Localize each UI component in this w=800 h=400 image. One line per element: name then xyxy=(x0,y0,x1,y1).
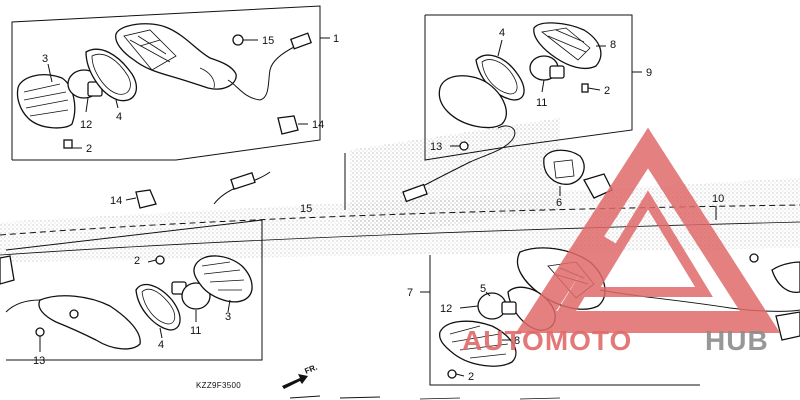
label-4-bottom-left: 4 xyxy=(158,339,164,351)
diagram-code: KZZ9F3500 xyxy=(196,381,241,390)
bulb-bottom-right xyxy=(477,292,517,320)
lens-bottom-left xyxy=(193,255,253,303)
label-8-bottom: 8 xyxy=(514,335,520,347)
gasket-bottom-left xyxy=(135,283,181,331)
front-direction-label: FR. xyxy=(303,363,318,376)
housing-top-left xyxy=(115,23,313,101)
label-6: 6 xyxy=(556,197,562,209)
bottom-edge-marks xyxy=(289,395,561,400)
label-7: 7 xyxy=(407,287,413,299)
bulb-top-right xyxy=(529,55,589,93)
turn-signal-lens-top-left xyxy=(16,74,76,129)
label-4-top-right: 4 xyxy=(499,27,505,39)
lens-top-right xyxy=(438,75,507,129)
label-2-bottom-left: 2 xyxy=(134,255,140,267)
screw-top-left xyxy=(232,34,258,46)
bulb-bottom-left xyxy=(171,281,211,310)
gasket-top-left xyxy=(85,48,137,102)
wire-center xyxy=(213,171,271,205)
label-1: 1 xyxy=(333,33,339,45)
label-2-bottom-right: 2 xyxy=(468,371,474,383)
grommet-14-top xyxy=(277,115,308,135)
label-5: 5 xyxy=(480,283,486,295)
grommet-14-center xyxy=(135,189,157,209)
lens-bottom-right xyxy=(438,320,517,367)
housing-bottom-left xyxy=(5,295,141,350)
label-12-bottom: 12 xyxy=(440,303,452,315)
callout-labels: 1 15 3 12 4 2 14 4 8 9 2 11 13 6 10 14 1… xyxy=(33,27,724,383)
label-3-top: 3 xyxy=(42,53,48,65)
watermark-automoto: AUTOMOTO xyxy=(462,325,632,356)
label-9: 9 xyxy=(646,67,652,79)
label-2-top-left: 2 xyxy=(86,143,92,155)
group-box-top-right xyxy=(424,14,642,161)
label-11-bottom: 11 xyxy=(190,325,201,337)
label-11-top: 11 xyxy=(536,97,547,109)
watermark-hub: HUB xyxy=(705,325,769,356)
label-2-top-right: 2 xyxy=(604,85,610,97)
group-box-top-left xyxy=(11,5,330,161)
front-direction-arrow: FR. xyxy=(282,363,319,389)
housing-top-right xyxy=(533,22,602,70)
label-15-center: 15 xyxy=(300,203,312,215)
watermark-text: AUTOMOTO HUB xyxy=(462,325,769,356)
label-3-bottom: 3 xyxy=(225,311,231,323)
label-4-top-left: 4 xyxy=(116,111,122,123)
label-12-top: 12 xyxy=(80,119,92,131)
group-box-bottom-left xyxy=(5,153,346,361)
bracket-6 xyxy=(543,149,613,199)
label-15-top: 15 xyxy=(262,35,274,47)
right-edge-parts xyxy=(0,253,800,341)
label-14-top: 14 xyxy=(312,119,324,131)
label-13-bottom: 13 xyxy=(33,355,45,367)
wire-top-right xyxy=(402,125,516,203)
label-14-center: 14 xyxy=(110,195,122,207)
label-13-top: 13 xyxy=(430,141,442,153)
screw-bottom-right xyxy=(447,369,457,379)
screw-2-top-left xyxy=(63,139,82,149)
group-box-bottom-right xyxy=(420,255,700,386)
label-10: 10 xyxy=(712,193,724,205)
label-8-top: 8 xyxy=(610,39,616,51)
watermark-logo xyxy=(515,127,781,333)
leader-lines xyxy=(39,39,717,377)
